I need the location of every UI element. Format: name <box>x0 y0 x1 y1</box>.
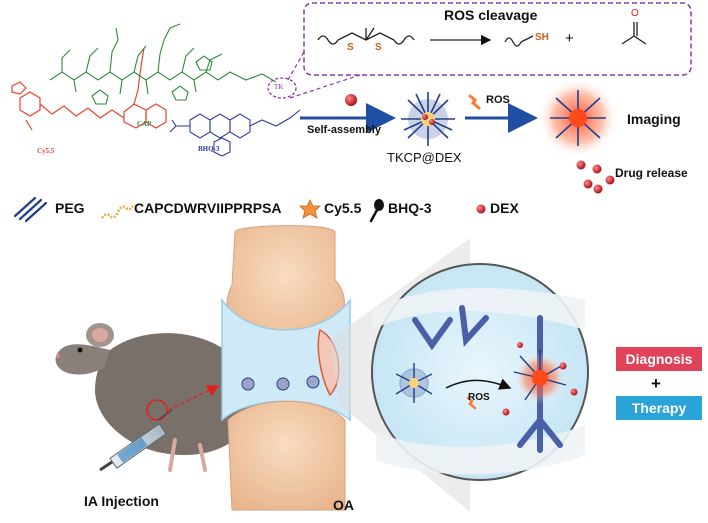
thiol-product-label: SH <box>535 32 549 43</box>
bhq3-structure <box>169 109 301 157</box>
zoom-circle <box>371 263 589 481</box>
activated-nanoparticle-icon <box>538 78 618 158</box>
knee-joint-illustration <box>221 225 351 511</box>
legend-peg: PEG <box>55 200 85 216</box>
zoom-ros-label: ROS <box>468 392 490 403</box>
peg-icon <box>13 196 48 223</box>
cap-structure <box>49 23 277 105</box>
ros-lightning-icon <box>468 94 481 110</box>
oa-label: OA <box>333 497 354 513</box>
mouse-illustration <box>55 323 314 472</box>
nanoparticle-name: TKCP@DEX <box>387 150 462 165</box>
cleavage-plus: + <box>565 30 574 47</box>
cy55-structure <box>11 47 167 131</box>
syringe-icon <box>99 409 173 472</box>
ros-cleavage-title: ROS cleavage <box>444 7 538 23</box>
injection-label: IA Injection <box>84 493 159 509</box>
diagnosis-badge: Diagnosis <box>616 347 702 371</box>
ros-cleavage-box <box>303 2 692 76</box>
injection-path-arrow <box>167 385 220 411</box>
drug-release-label: Drug release <box>615 166 688 180</box>
tk-label: TK <box>274 83 284 91</box>
imaging-label: Imaging <box>627 111 681 127</box>
cap-label: CAP <box>137 120 152 128</box>
ketone-o-label: O <box>631 8 639 19</box>
dex-dot-icon <box>476 204 486 214</box>
dex-molecule-icon <box>345 94 357 106</box>
legend-bhq3: BHQ-3 <box>388 200 432 216</box>
thioketal-s2-label: S <box>375 42 382 53</box>
therapy-badge: Therapy <box>616 396 702 420</box>
legend-peptide: CAPCDWRVIIPPRPSA <box>134 200 282 216</box>
bhq3-icon <box>369 199 384 223</box>
tk-connector-lines <box>267 51 361 99</box>
ros-arrow-label: ROS <box>486 94 510 106</box>
thioketal-s1-label: S <box>347 42 354 53</box>
tkcp-dex-nanoparticle-icon <box>401 92 455 146</box>
cy55-label: Cy5.5 <box>37 147 55 155</box>
diagnosis-therapy-plus: + <box>651 374 661 393</box>
legend-dex: DEX <box>490 200 519 216</box>
released-dex-dots <box>576 160 615 194</box>
legend-cy55: Cy5.5 <box>324 200 362 216</box>
self-assembly-label: Self-assembly <box>307 124 381 136</box>
cy55-star-icon <box>299 199 321 219</box>
bhq3-label: BHQ-3 <box>198 145 220 153</box>
peptide-icon <box>100 203 136 219</box>
